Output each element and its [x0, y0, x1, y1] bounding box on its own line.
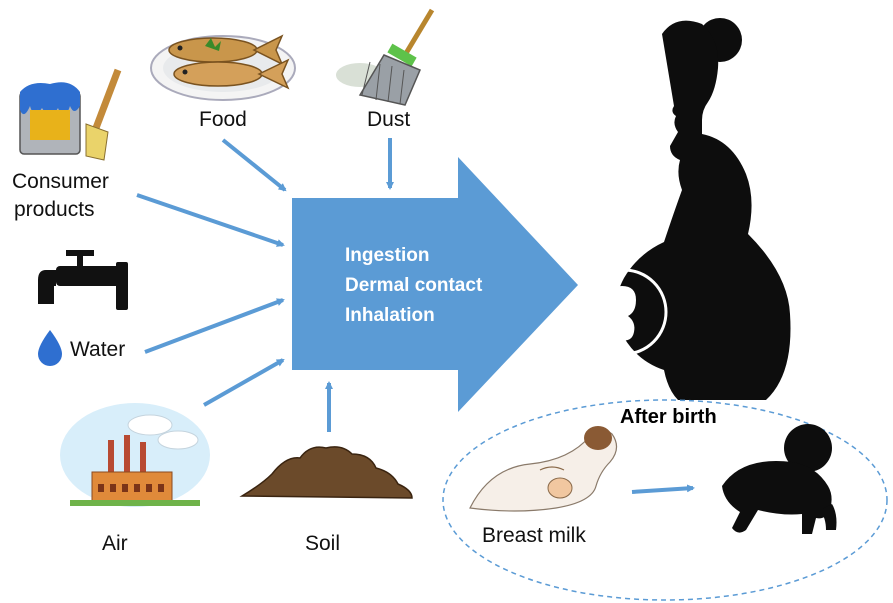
water-drop-icon: [38, 330, 62, 366]
consumer-products-label-line1: Consumer: [12, 170, 109, 194]
route-dermal-contact: Dermal contact: [345, 275, 482, 297]
food-label: Food: [199, 108, 247, 132]
breastfeeding-icon: [470, 426, 617, 511]
water-label: Water: [70, 338, 125, 362]
after-birth-title: After birth: [620, 406, 717, 429]
soil-label: Soil: [305, 532, 340, 556]
fish-plate-icon: [151, 36, 295, 100]
pregnant-woman-icon: [616, 18, 791, 400]
arrow-water: [145, 300, 283, 352]
route-inhalation: Inhalation: [345, 305, 435, 327]
breast-milk-label: Breast milk: [482, 524, 586, 548]
consumer-products-label-line2: products: [14, 198, 95, 222]
route-ingestion: Ingestion: [345, 245, 429, 267]
arrow-breastmilk: [632, 488, 693, 492]
arrow-consumer: [137, 195, 283, 245]
factory-icon: [60, 403, 210, 507]
arrow-air: [204, 360, 283, 405]
soil-pile-icon: [242, 447, 412, 498]
paint-can-icon: [20, 70, 118, 160]
broom-icon: [336, 10, 432, 105]
arrow-food: [223, 140, 285, 190]
crawling-baby-icon: [722, 424, 837, 534]
dust-label: Dust: [367, 108, 410, 132]
air-label: Air: [102, 532, 128, 556]
faucet-icon: [38, 250, 128, 310]
